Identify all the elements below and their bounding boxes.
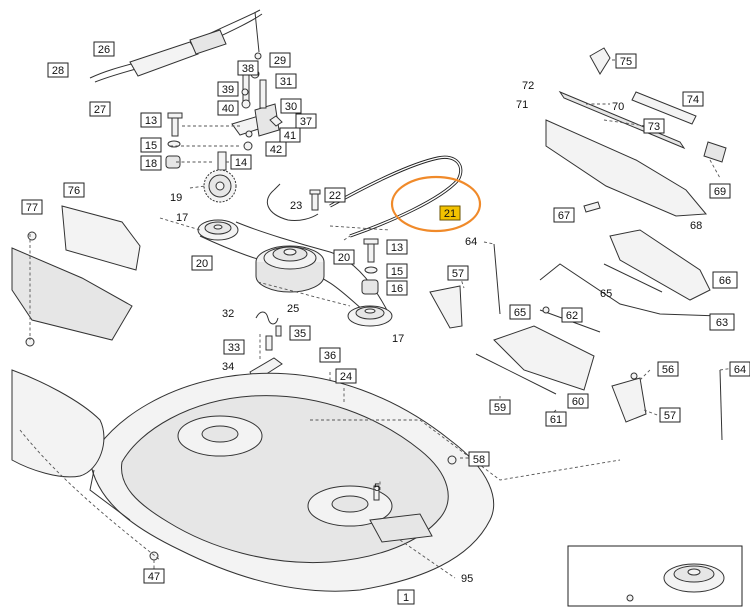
callout-64-right: 64 (734, 364, 746, 376)
mower-deck (89, 372, 495, 592)
highlight-ring (390, 175, 482, 233)
callout-56: 56 (662, 364, 674, 376)
callout-22: 22 (329, 190, 341, 202)
callout-35: 35 (294, 328, 306, 340)
callout-36: 36 (324, 350, 336, 362)
leader-lines (19, 59, 735, 601)
callout-61: 61 (550, 414, 562, 426)
throttle-cable (89, 9, 263, 83)
callout-65-lower: 65 (514, 307, 526, 319)
callout-66: 66 (719, 275, 731, 287)
callout-39: 39 (222, 84, 234, 96)
callout-27: 27 (94, 104, 106, 116)
callout-15: 15 (145, 140, 157, 152)
hardware-column-left (165, 112, 227, 171)
callout-60: 60 (572, 396, 584, 408)
callout-70: 70 (612, 101, 624, 113)
callout-1: 1 (403, 592, 409, 604)
tension-spring (255, 311, 282, 351)
callout-13-center: 13 (391, 242, 403, 254)
callout-5: 5 (374, 482, 380, 494)
callout-17-left: 17 (176, 212, 188, 224)
callout-72: 72 (522, 80, 534, 92)
callout-38: 38 (242, 63, 254, 75)
callout-77: 77 (26, 202, 38, 214)
callout-34: 34 (222, 361, 234, 373)
linkage-assembly (231, 71, 283, 151)
callout-62: 62 (566, 310, 578, 322)
callout-17-right: 17 (392, 333, 404, 345)
callout-69: 69 (714, 186, 726, 198)
callout-57-upper: 57 (452, 268, 464, 280)
callout-74: 74 (687, 94, 699, 106)
spring (266, 183, 321, 221)
callout-41: 41 (284, 130, 296, 142)
callout-28: 28 (52, 65, 64, 77)
callout-20-right: 20 (338, 252, 350, 264)
inset-detail (567, 545, 743, 607)
callout-95: 95 (461, 573, 473, 585)
callout-18: 18 (145, 158, 157, 170)
callout-25: 25 (287, 303, 299, 315)
small-pulley-right (347, 305, 393, 327)
callout-16: 16 (391, 283, 403, 295)
callout-71: 71 (516, 99, 528, 111)
callout-26: 26 (98, 44, 110, 56)
callout-30: 30 (285, 101, 297, 113)
drive-belt (329, 155, 463, 238)
callout-15-center: 15 (391, 266, 403, 278)
callout-40: 40 (222, 103, 234, 115)
callout-76: 76 (68, 185, 80, 197)
callout-59: 59 (494, 402, 506, 414)
callout-31: 31 (280, 76, 292, 88)
callout-42: 42 (270, 144, 282, 156)
left-components (11, 205, 141, 478)
callout-23: 23 (290, 200, 302, 212)
callout-29: 29 (274, 55, 286, 67)
callout-32: 32 (222, 308, 234, 320)
hardware-center (361, 238, 379, 295)
callout-19: 19 (170, 192, 182, 204)
sprocket (203, 169, 237, 203)
callout-64-left: 64 (465, 236, 477, 248)
callout-57-lower: 57 (664, 410, 676, 422)
lift-linkage (429, 229, 723, 441)
callout-65-upper: 65 (600, 288, 612, 300)
callout-73: 73 (648, 121, 660, 133)
rear-guard-assembly (545, 47, 727, 217)
callout-24: 24 (340, 371, 352, 383)
callout-13: 13 (145, 115, 157, 127)
callout-67: 67 (558, 210, 570, 222)
callout-58: 58 (473, 454, 485, 466)
main-pulley (255, 245, 325, 293)
callout-20-left: 20 (196, 258, 208, 270)
callout-21-highlight: 21 (439, 205, 461, 221)
callout-68: 68 (690, 220, 702, 232)
callout-14: 14 (235, 157, 247, 169)
callout-75: 75 (620, 56, 632, 68)
callout-37: 37 (300, 116, 312, 128)
callout-33: 33 (228, 342, 240, 354)
callout-63: 63 (716, 317, 728, 329)
callout-labels: 26 28 27 29 38 31 39 40 30 37 41 42 13 1… (21, 41, 750, 605)
callout-47: 47 (148, 571, 160, 583)
callout-21: 21 (444, 208, 456, 220)
small-pulley-left (197, 219, 239, 241)
